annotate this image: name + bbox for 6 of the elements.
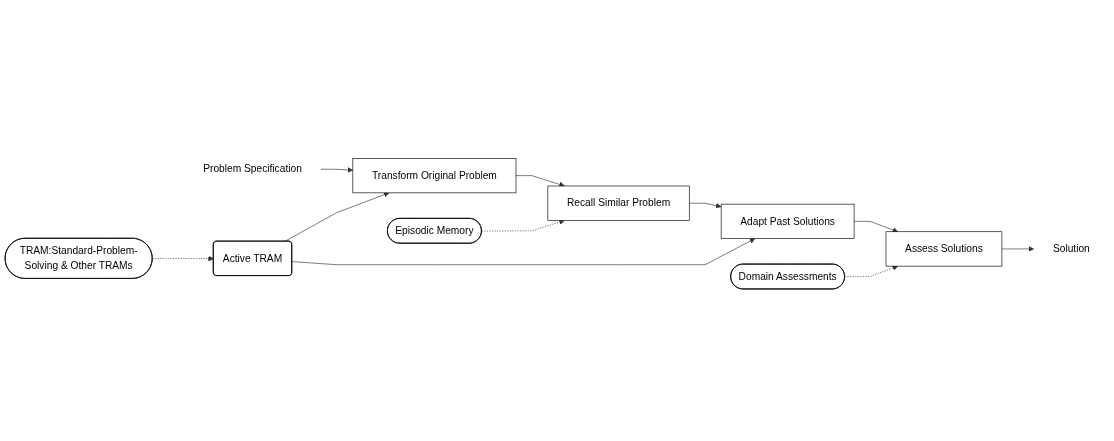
node-box: Recall Similar Problem [547, 185, 690, 221]
node-text: Solution [1052, 243, 1090, 255]
node-box: Assess Solutions [885, 231, 1003, 267]
node-box: Adapt Past Solutions [720, 203, 855, 239]
node-text: Problem Specification [203, 163, 302, 175]
node-box: Transform Original Problem [352, 158, 517, 194]
